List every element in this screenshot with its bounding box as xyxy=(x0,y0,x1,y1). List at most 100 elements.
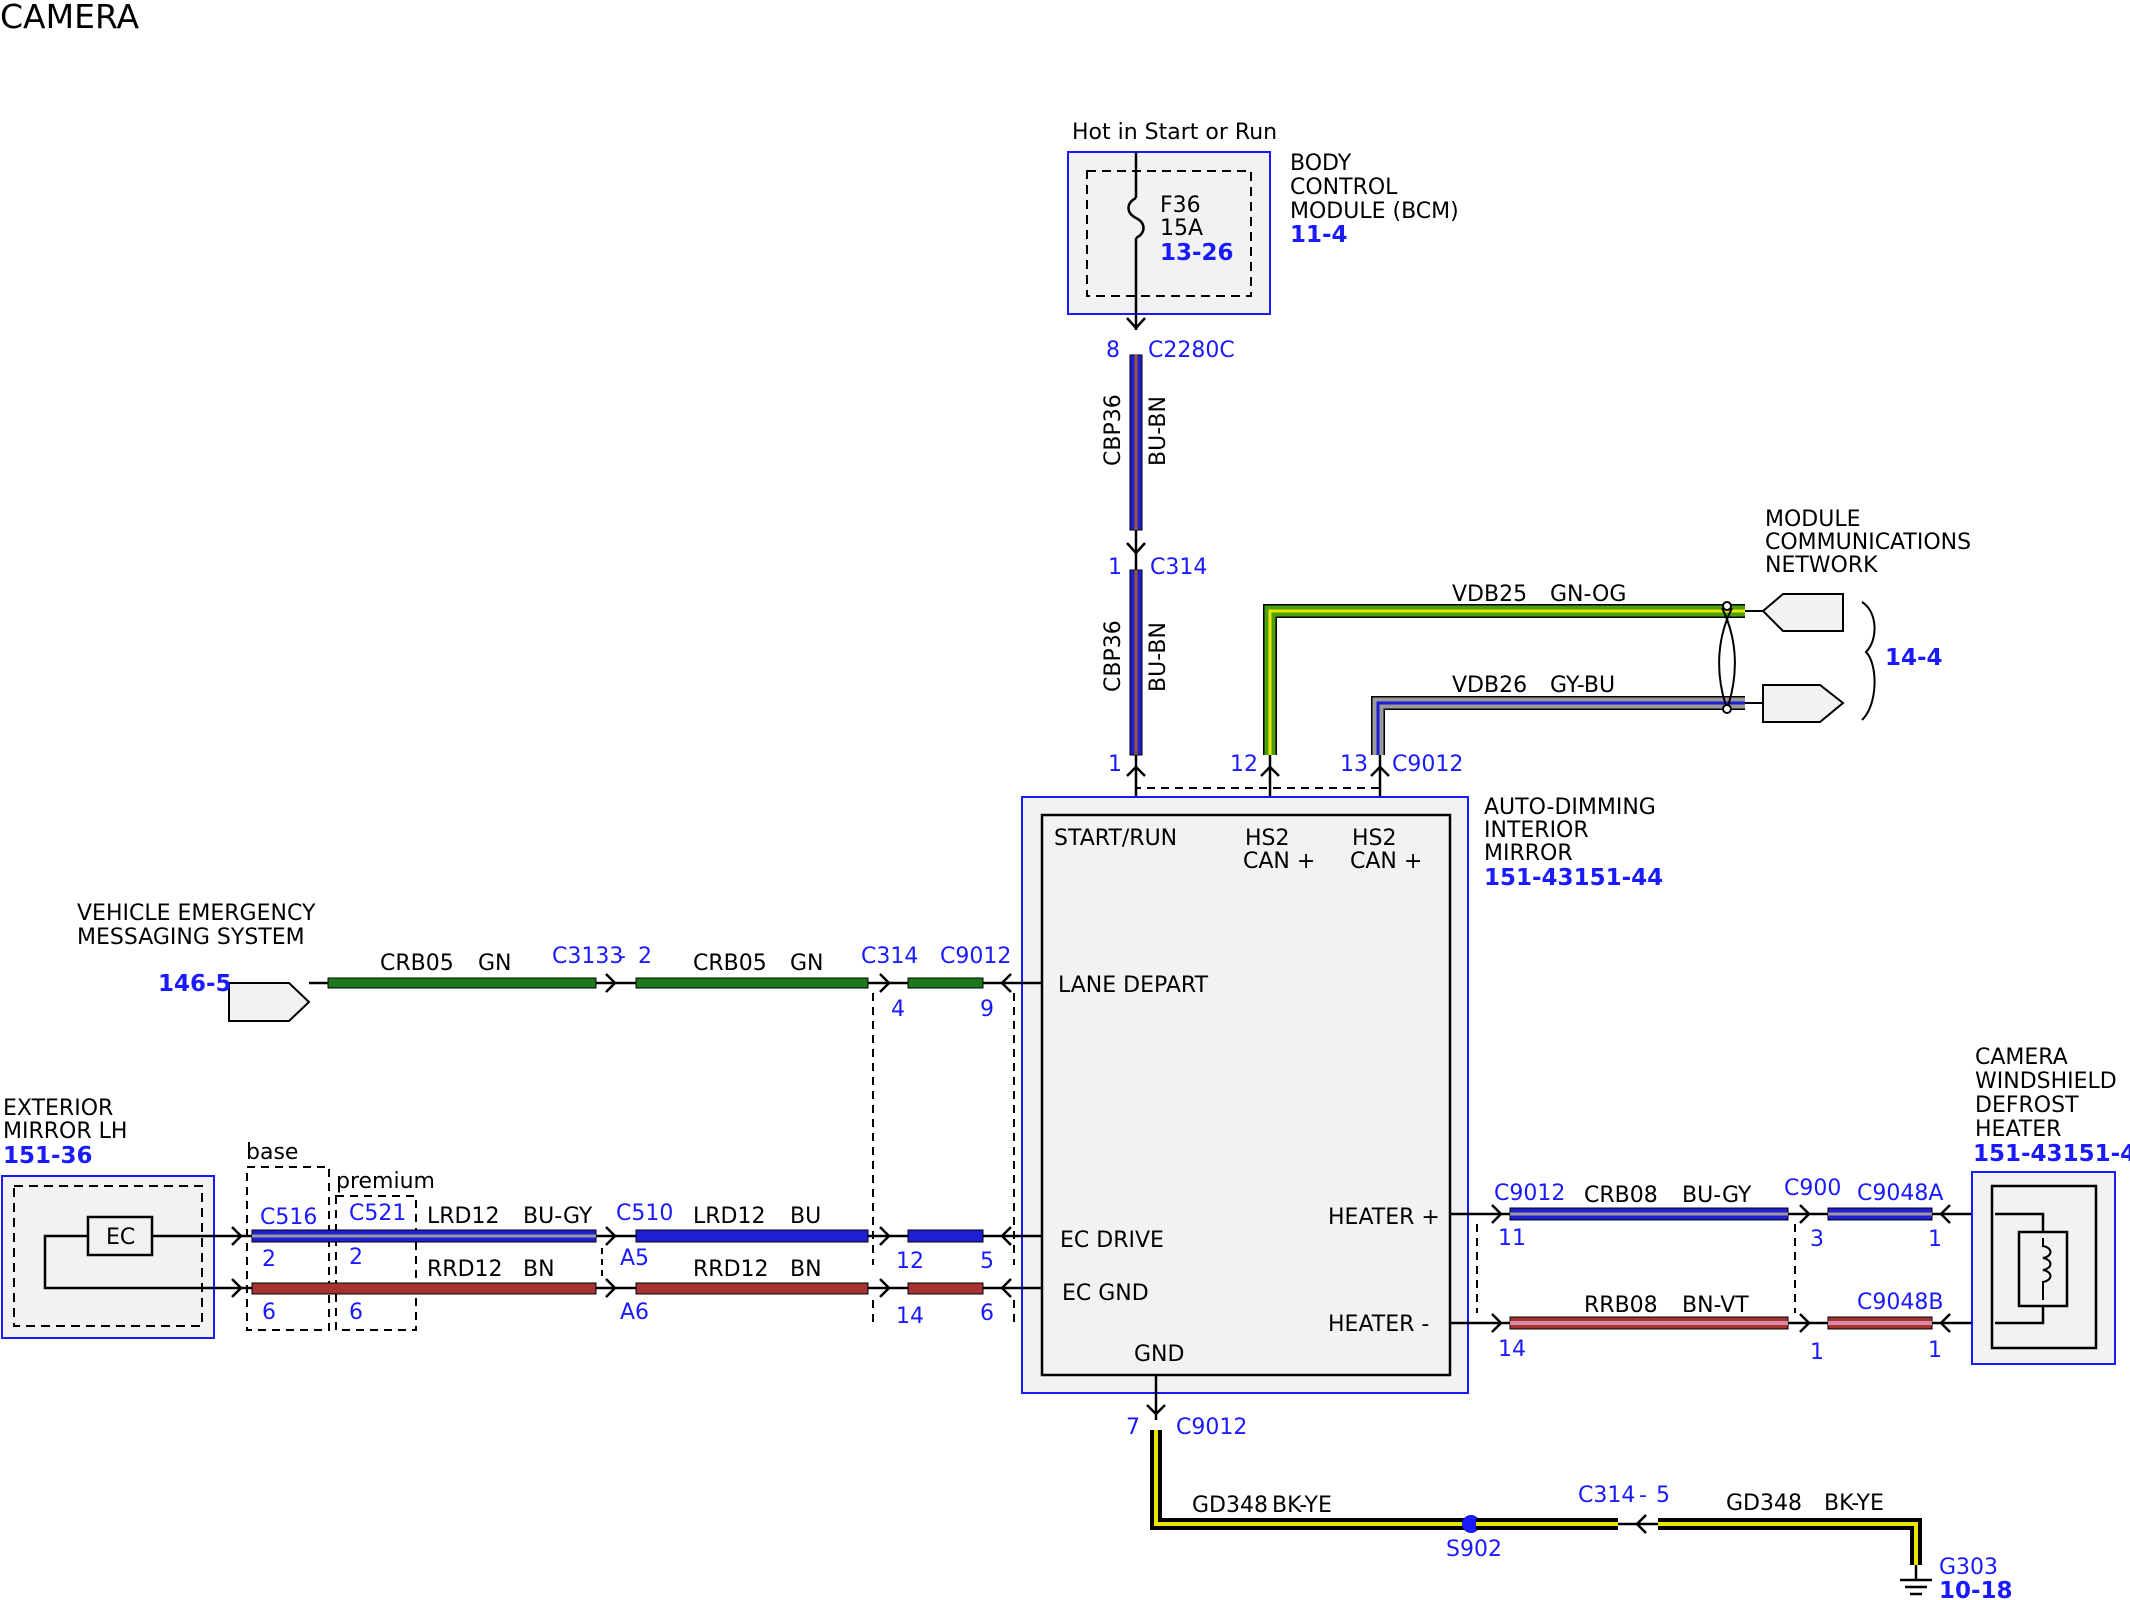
ec-component-label: EC xyxy=(106,1225,135,1250)
c2280c-pin: 8 xyxy=(1106,338,1120,363)
pin-heater-pos: HEATER + xyxy=(1328,1205,1440,1230)
auto-dimming-mirror: START/RUN HS2 CAN + HS2 CAN + LANE DEPAR… xyxy=(1021,795,1663,1394)
cbp36-upper-color: BU-BN xyxy=(1146,396,1171,466)
lrd12-right-color: BU xyxy=(790,1204,821,1229)
exterior-mirror-lh: EXTERIOR MIRROR LH 151-36 EC xyxy=(1,1096,252,1339)
fuse-rating: 15A xyxy=(1160,216,1203,241)
c9012-ec-pin-b: 6 xyxy=(980,1301,994,1326)
c9012-heat-name: C9012 xyxy=(1494,1181,1565,1206)
c9012-ec-pin-a: 5 xyxy=(980,1249,994,1274)
c900-pin-a: 3 xyxy=(1810,1227,1824,1252)
network-label-3: NETWORK xyxy=(1765,553,1878,578)
c510-pin-b: A6 xyxy=(620,1300,649,1325)
vems-connector xyxy=(228,982,311,1022)
ground-ref: 10-18 xyxy=(1939,1578,2013,1600)
mirror-inner-box xyxy=(1040,813,1452,1377)
c510-pin-a: A5 xyxy=(620,1246,649,1271)
pin-hs2-can1-b: CAN + xyxy=(1243,849,1315,874)
c9012-heat-pin-b: 14 xyxy=(1498,1337,1526,1362)
c2280c-name: C2280C xyxy=(1148,338,1235,363)
gd348-left-circuit: GD348 xyxy=(1192,1493,1268,1518)
rrb08-circuit: RRB08 xyxy=(1584,1293,1658,1318)
c314-gnd-dash: - xyxy=(1639,1483,1647,1508)
heater-label-3: DEFROST xyxy=(1975,1093,2079,1118)
c314-lane-pin: 4 xyxy=(891,997,905,1022)
lrd12-left-circuit: LRD12 xyxy=(427,1204,499,1229)
crb05-left-circuit: CRB05 xyxy=(380,951,454,976)
c9012-gnd-name: C9012 xyxy=(1176,1415,1247,1440)
crb08-color: BU-GY xyxy=(1682,1183,1752,1208)
heater-label-4: HEATER xyxy=(1975,1117,2061,1142)
lrd12-right-circuit: LRD12 xyxy=(693,1204,765,1229)
network-label-2: COMMUNICATIONS xyxy=(1765,530,1971,555)
heater-circuits: C9012 CRB08 BU-GY C900 C9048A 11 3 1 RRB… xyxy=(1450,1176,1995,1365)
heater-label-2: WINDSHIELD xyxy=(1975,1069,2117,1094)
cbp36-lower-color: BU-BN xyxy=(1146,622,1171,692)
c9012-top-pin-can1: 12 xyxy=(1230,752,1258,777)
vems-ref: 146-5 xyxy=(158,971,232,997)
mirror-label-1: AUTO-DIMMING xyxy=(1484,795,1656,820)
defrost-heater: CAMERA WINDSHIELD DEFROST HEATER 151-431… xyxy=(1971,1045,2130,1365)
ext-mirror-box xyxy=(1,1175,215,1339)
pin-start-run: START/RUN xyxy=(1054,826,1177,851)
mirror-label-2: INTERIOR xyxy=(1484,818,1589,843)
bcm-ref: 11-4 xyxy=(1290,222,1348,248)
crb05-right-color: GN xyxy=(790,951,824,976)
pin-gnd: GND xyxy=(1134,1342,1184,1367)
vems-label-2: MESSAGING SYSTEM xyxy=(77,925,305,950)
c314-gnd-name: C314 xyxy=(1578,1483,1635,1508)
c9048a-pin: 1 xyxy=(1928,1227,1942,1252)
c3133-dash: - xyxy=(618,944,626,969)
c314-ec-pin-b: 14 xyxy=(896,1304,924,1329)
gd348-left-color: BK-YE xyxy=(1272,1493,1332,1518)
c516-pin-a: 2 xyxy=(262,1247,276,1272)
c9012-top-connector: 1 12 13 C9012 xyxy=(1108,752,1463,789)
network-label-1: MODULE xyxy=(1765,507,1861,532)
pin-hs2-can2-a: HS2 xyxy=(1352,826,1397,851)
c9012-lane-pin: 9 xyxy=(980,997,994,1022)
rrd12-left-color: BN xyxy=(523,1257,555,1282)
bcm-box xyxy=(1067,151,1271,315)
c9012-top-pin-can2: 13 xyxy=(1340,752,1368,777)
bcm-inner-dashed xyxy=(1086,170,1252,297)
c314-lane-name: C314 xyxy=(861,944,918,969)
c9048b-name: C9048B xyxy=(1857,1290,1943,1315)
mirror-label-3: MIRROR xyxy=(1484,841,1573,866)
ec-component-box xyxy=(86,1215,154,1257)
cbp36-run: 8 C2280C CBP36 BU-BN 1 C314 CBP36 BU-BN xyxy=(1101,317,1235,815)
crb05-left-color: GN xyxy=(478,951,512,976)
c3133-pin: 2 xyxy=(638,944,652,969)
splice-s902 xyxy=(1462,1515,1480,1533)
heater-label-1: CAMERA xyxy=(1975,1045,2068,1070)
page-title: CAMERA xyxy=(0,0,140,36)
gd348-right-circuit: GD348 xyxy=(1726,1491,1802,1516)
c9012-gnd-pin: 7 xyxy=(1126,1415,1140,1440)
c521-pin-b: 6 xyxy=(349,1300,363,1325)
c900-name: C900 xyxy=(1784,1176,1841,1201)
fuse-ref: 13-26 xyxy=(1160,240,1234,266)
ext-mirror-label-1: EXTERIOR xyxy=(3,1096,113,1121)
rrd12-left-circuit: RRD12 xyxy=(427,1257,503,1282)
c510-name: C510 xyxy=(616,1201,673,1226)
pin-heater-neg: HEATER - xyxy=(1328,1312,1429,1337)
vdb26-circuit: VDB26 xyxy=(1452,673,1527,698)
splice-name: S902 xyxy=(1446,1537,1502,1562)
c314-top-pin: 1 xyxy=(1108,555,1122,580)
vems-label: VEHICLE EMERGENCY MESSAGING SYSTEM 146-5 xyxy=(77,901,316,997)
c314-gnd-pin: 5 xyxy=(1656,1483,1670,1508)
rrb08-color: BN-VT xyxy=(1682,1293,1749,1318)
c9048b-pin: 1 xyxy=(1928,1338,1942,1363)
c3133-name: C3133 xyxy=(552,944,623,969)
c9012-top-pin-start: 1 xyxy=(1108,752,1122,777)
vdb25-color: GN-OG xyxy=(1550,582,1626,607)
ext-mirror-inner-dashed xyxy=(13,1185,203,1327)
ext-mirror-label-2: MIRROR LH xyxy=(3,1119,127,1144)
pin-hs2-can1-a: HS2 xyxy=(1245,826,1290,851)
c516-name: C516 xyxy=(260,1205,317,1230)
option-boxes: base premium C516 C521 2 2 6 6 xyxy=(246,1140,435,1331)
fuse-name: F36 xyxy=(1160,193,1201,218)
cbp36-upper-circuit: CBP36 xyxy=(1101,394,1126,466)
c516-pin-b: 6 xyxy=(262,1300,276,1325)
bcm-label-3: MODULE (BCM) xyxy=(1290,199,1459,224)
crb05-right-circuit: CRB05 xyxy=(693,951,767,976)
